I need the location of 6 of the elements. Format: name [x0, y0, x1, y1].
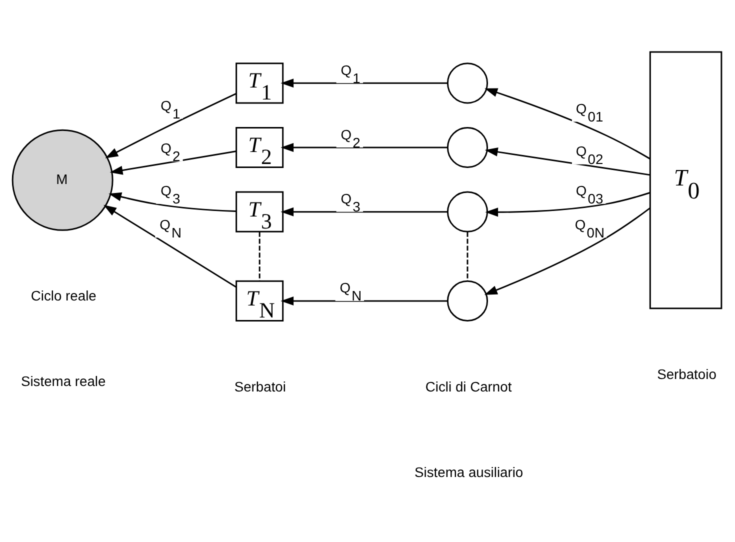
label: Cicli di Carnot [425, 378, 512, 394]
label: Sistema ausiliario [414, 463, 524, 480]
label: Serbatoio [657, 365, 716, 382]
label: Ciclo reale [30, 287, 96, 304]
label: Sistema reale [20, 372, 106, 388]
label: Serbatoi [234, 378, 286, 394]
